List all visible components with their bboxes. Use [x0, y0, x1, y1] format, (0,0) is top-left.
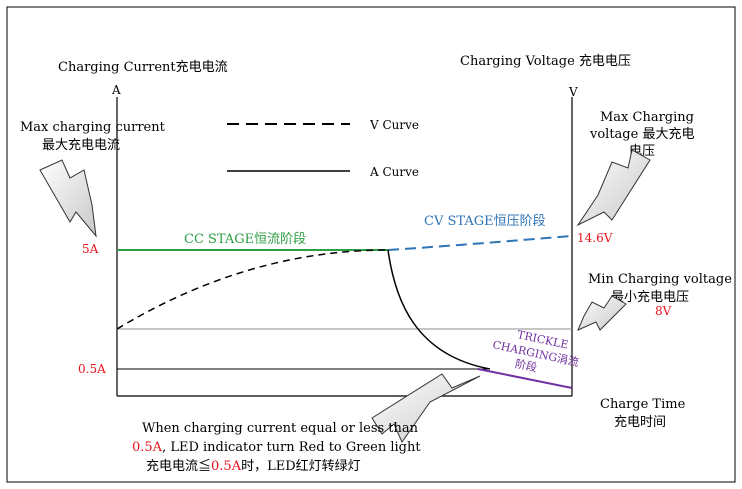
trickle-label-3: 阶段 [514, 356, 538, 374]
right-axis-title: Charging Voltage 充电电压 [460, 53, 631, 69]
min-voltage-callout-arrow [577, 295, 627, 331]
tick-8v: 8V [655, 304, 672, 318]
note-line-2-rest: , LED indicator turn Red to Green light [162, 440, 421, 455]
max-voltage-label-2: voltage 最大充电 [589, 126, 694, 142]
note-line-3-value: 0.5A [211, 459, 242, 474]
tick-05a: 0.5A [78, 362, 106, 376]
cc-stage-label: CC STAGE恒流阶段 [184, 232, 306, 247]
max-voltage-label-1: Max Charging [600, 110, 694, 125]
note-line-3-a: 充电电流≦ [146, 458, 211, 474]
tick-5a: 5A [82, 242, 99, 256]
x-axis-title-en: Charge Time [600, 397, 686, 412]
legend-a-label: A Curve [369, 165, 419, 179]
note-line-2-value: 0.5A [132, 440, 163, 455]
note-callout-arrow [371, 373, 481, 444]
note-line-3-b: 时，LED红灯转绿灯 [241, 458, 361, 474]
a-curve-decline [387, 249, 491, 370]
left-axis-title: Charging Current充电电流 [58, 59, 228, 75]
note-line-2: 0.5A, LED indicator turn Red to Green li… [132, 440, 421, 455]
note-line-3: 充电电流≦0.5A时，LED红灯转绿灯 [146, 458, 361, 474]
max-current-label-en: Max charging current [20, 120, 166, 135]
v-curve-rising [116, 249, 389, 330]
max-voltage-callout-arrow [576, 149, 651, 227]
v-curve-cv [387, 235, 573, 251]
note-line-1: When charging current equal or less than [142, 421, 419, 436]
max-current-label-cn: 最大充电电流 [42, 137, 120, 153]
trickle-line [477, 368, 573, 389]
left-axis-unit: A [111, 83, 121, 97]
right-axis-unit: V [568, 85, 578, 99]
max-current-callout-arrow [39, 159, 97, 238]
min-voltage-label-cn: 最小充电电压 [611, 289, 689, 305]
x-axis-title-cn: 充电时间 [614, 414, 666, 430]
legend-v-label: V Curve [369, 118, 419, 132]
tick-14-6v: 14.6V [577, 231, 613, 245]
outer-frame [6, 6, 736, 483]
min-voltage-label-en: Min Charging voltage [588, 272, 732, 287]
cv-stage-label: CV STAGE恒压阶段 [424, 214, 546, 229]
